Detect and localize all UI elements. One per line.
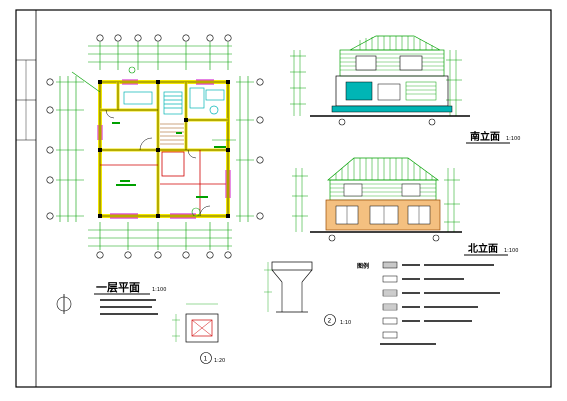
- plan-columns: [98, 80, 230, 218]
- detail-1-scale: 1:20: [214, 358, 225, 364]
- plan-axis-bubbles-top: [96, 34, 232, 42]
- sheet-border: [15, 9, 552, 388]
- south-elevation: [290, 35, 470, 126]
- legend-title: 图例: [357, 262, 369, 270]
- north-arrow: [56, 294, 72, 314]
- detail-1-column: [172, 303, 219, 364]
- north-elevation-title: 北立面: [468, 242, 498, 255]
- plan-axis-bubbles-right: [256, 78, 264, 220]
- detail-2-scale: 1:10: [340, 320, 351, 326]
- legend: [380, 261, 500, 345]
- plan-stair: [160, 123, 184, 145]
- binding-strip: [16, 59, 36, 141]
- north-elevation: [292, 157, 462, 242]
- plan-red-lines: [100, 150, 226, 214]
- detail-1-number: 1: [204, 356, 208, 363]
- plan-windows: [97, 79, 231, 219]
- detail-2-number: 2: [328, 318, 332, 325]
- south-elevation-title: 南立面: [470, 130, 500, 143]
- north-level-marks: [292, 168, 460, 232]
- plan-doors: [105, 109, 211, 217]
- plan-axis-bubbles-left: [46, 78, 54, 220]
- ground-floor-plan: [46, 34, 264, 259]
- north-elevation-scale: 1:100: [504, 248, 518, 254]
- plan-dimension-right: [236, 76, 254, 222]
- south-level-marks: [290, 50, 462, 116]
- south-elevation-scale: 1:100: [506, 136, 520, 142]
- plan-dimension-left: [56, 76, 84, 222]
- plan-leaders: [71, 66, 236, 217]
- detail-2-pier: [264, 261, 336, 326]
- plan-room-labels: [112, 122, 226, 198]
- ground-floor-plan-scale: 1:100: [152, 287, 166, 293]
- plan-axis-bubbles-bottom: [96, 251, 232, 259]
- plan-dimension-top: [88, 42, 232, 70]
- plan-dimension-bottom: [88, 222, 232, 250]
- plan-notes: [100, 299, 158, 315]
- plan-fixtures: [123, 87, 225, 115]
- ground-floor-plan-title: 一层平面: [96, 281, 140, 294]
